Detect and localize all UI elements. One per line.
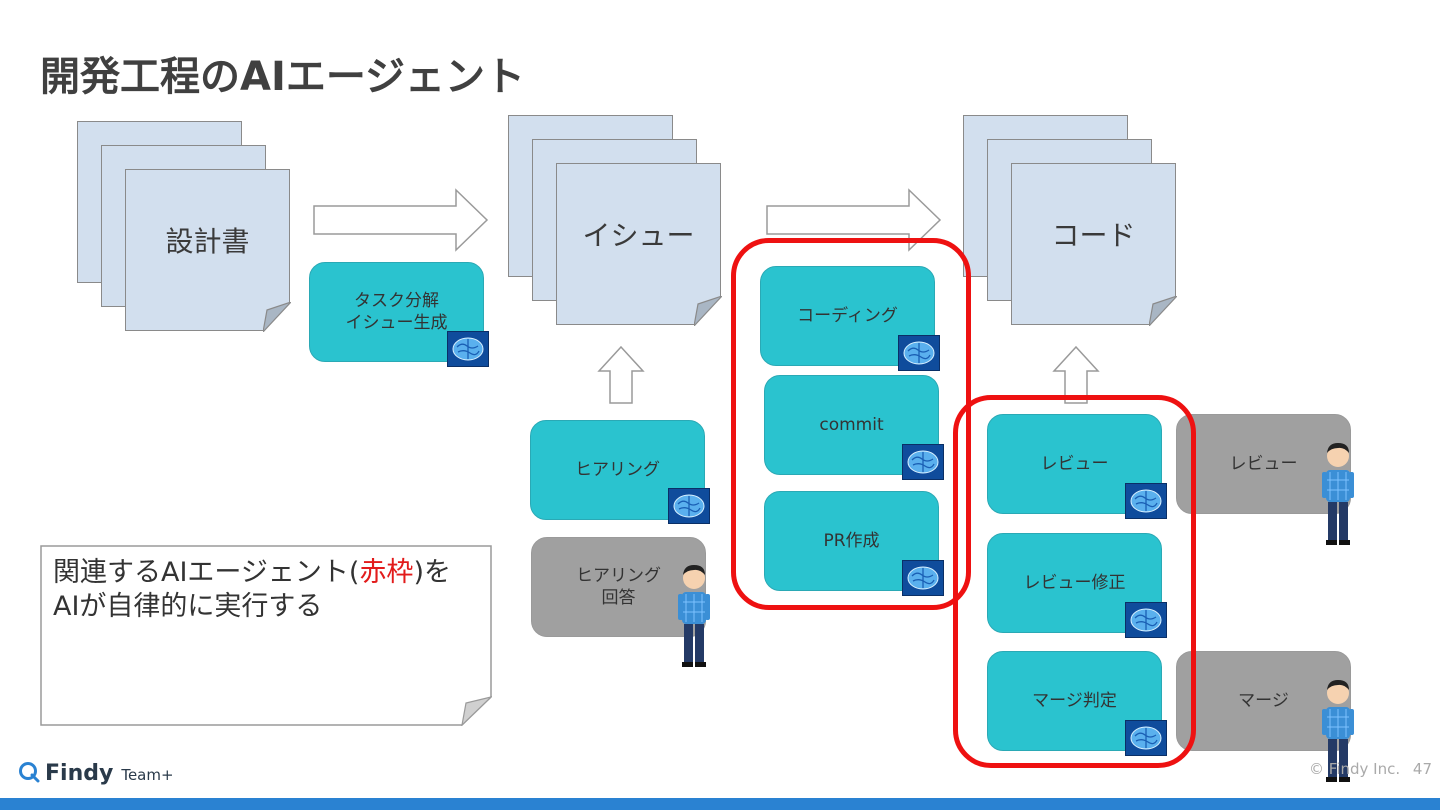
person-icon (1322, 680, 1354, 782)
box-label: レビュー (1229, 453, 1298, 474)
note-text: 関連するAIエージェント(赤枠)を AIが自律的に実行する (53, 556, 451, 624)
ai-brain-icon (1125, 602, 1167, 638)
doc-label-code: コード (1051, 219, 1136, 252)
human-box-merge: マージ (1176, 651, 1351, 751)
page-fold-icon (1149, 296, 1177, 326)
note-text-part: 関連するAIエージェント( (53, 557, 360, 588)
ai-brain-icon (898, 335, 940, 371)
arrow-up-icon (1052, 345, 1100, 404)
box-label: マージ (1238, 690, 1289, 711)
box-label: コーディング (797, 305, 898, 326)
box-label: ヒアリング (575, 459, 660, 480)
ai-brain-icon (1125, 483, 1167, 519)
box-label: レビュー修正 (1023, 572, 1126, 593)
note-text-part: )を (413, 557, 451, 588)
findy-logo: Findy Team+ (18, 758, 174, 786)
box-label: タスク分解 (354, 290, 439, 311)
doc-page-front (1011, 163, 1176, 325)
copyright-text: © Findy Inc. (1309, 760, 1401, 778)
arrow-up-icon (597, 345, 645, 404)
box-label: レビュー (1040, 453, 1109, 474)
ai-brain-icon (668, 488, 710, 524)
box-label: 回答 (601, 588, 636, 608)
box-label: commit (819, 414, 884, 435)
findy-logo-icon (19, 762, 40, 783)
note-highlight-red-frame: 赤枠 (359, 557, 414, 588)
arrow-right-icon (766, 188, 942, 252)
ai-brain-icon (447, 331, 489, 367)
box-label: PR作成 (823, 530, 880, 551)
box-label: マージ判定 (1032, 690, 1117, 711)
page-number: 47 (1412, 760, 1432, 778)
footer-accent-bar (0, 798, 1440, 810)
human-box-hearing-answer: ヒアリング 回答 (531, 537, 706, 637)
person-icon (678, 565, 710, 667)
brand-name: Findy (45, 761, 114, 786)
box-label: イシュー生成 (345, 313, 448, 333)
ai-agent-frame-review (953, 395, 1196, 768)
person-icon (1322, 443, 1354, 545)
page-title: 開発工程のAIエージェント (40, 54, 526, 100)
doc-page-front (125, 169, 290, 331)
note-card (40, 545, 492, 726)
human-box-review: レビュー (1176, 414, 1351, 514)
ai-agent-frame-coding (731, 238, 971, 610)
doc-label-design: 設計書 (165, 225, 250, 258)
doc-page-front (556, 163, 721, 325)
page-fold-icon (263, 302, 291, 332)
ai-brain-icon (902, 444, 944, 480)
doc-label-issue: イシュー (582, 219, 695, 252)
page-fold-icon (694, 296, 722, 326)
note-text-line2: AIが自律的に実行する (53, 591, 323, 622)
box-label: ヒアリング (576, 565, 661, 586)
arrow-right-icon (313, 188, 489, 252)
product-name: Team+ (121, 766, 174, 784)
footer-copyright: © Findy Inc. 47 (1309, 760, 1432, 778)
